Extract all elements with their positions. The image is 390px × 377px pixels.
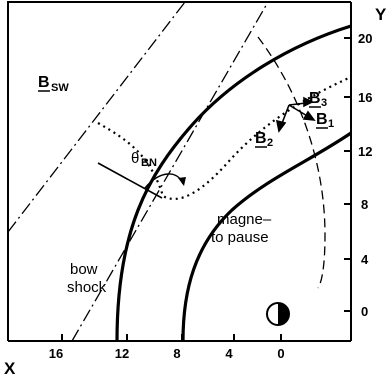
b1-main: B [316, 111, 328, 128]
y-tick-label: 12 [358, 144, 372, 159]
b3-sub: 3 [321, 97, 327, 109]
bow-shock-label-line2: shock [67, 279, 107, 296]
y-tick-label: 8 [361, 197, 368, 212]
y-axis-name: Y [375, 5, 387, 24]
x-axis-name: X [4, 359, 16, 377]
b3-main: B [309, 90, 321, 107]
b-vectors [275, 96, 316, 133]
spacecraft-trajectory [257, 36, 326, 289]
b2-main: B [255, 130, 267, 147]
plot-frame [7, 1, 351, 341]
magnetopause-label-line1: magne– [217, 211, 272, 228]
x-tick-label: 16 [49, 346, 63, 361]
y-axis-ticks [344, 37, 351, 312]
y-tick-label: 20 [358, 31, 372, 46]
y-tick-label: 4 [361, 252, 369, 267]
b3-label: B 3 [309, 90, 327, 109]
bow-shock-label-line1: bow [70, 261, 98, 278]
y-tick-label: 16 [358, 90, 372, 105]
magnetopause-curve [181, 131, 352, 342]
b2-sub: 2 [267, 137, 273, 149]
magnetopause-label-line2: to pause [211, 229, 269, 246]
b2-label: B 2 [255, 130, 273, 149]
y-tick-label: 0 [361, 304, 368, 319]
theta-bn-main: θ [131, 150, 139, 167]
x-tick-label: 8 [173, 346, 180, 361]
x-tick-label: 4 [225, 346, 233, 361]
theta-bn-arrowhead [178, 177, 186, 186]
b-sw-label: B SW [38, 74, 69, 94]
earth-icon [266, 302, 290, 326]
shock-normal-line [97, 162, 163, 199]
b1-sub: 1 [328, 118, 334, 130]
b-sw-sub: SW [51, 82, 69, 94]
bow-shock-curve [115, 24, 352, 342]
b1-label: B 1 [316, 111, 334, 130]
x-tick-label: 0 [277, 346, 284, 361]
solar-wind-field-line-left [7, 1, 186, 233]
solar-wind-field-line-right [71, 1, 269, 342]
x-axis-ticks [61, 334, 282, 341]
theta-bn-sub: BN [141, 157, 157, 169]
theta-bn-label: θ BN [131, 150, 157, 169]
x-tick-label: 12 [115, 346, 129, 361]
magnetic-field-line [97, 75, 352, 200]
b-sw-main: B [38, 74, 50, 91]
